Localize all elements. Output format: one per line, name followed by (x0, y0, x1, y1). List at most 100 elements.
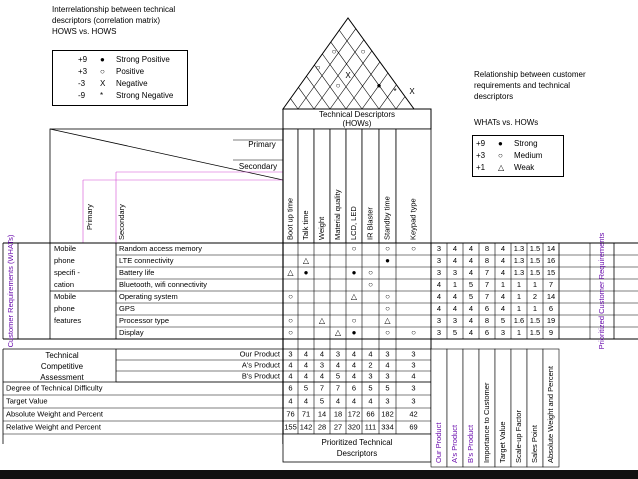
relationship-symbol: ○ (411, 328, 416, 337)
requirement-metric: 1.3 (514, 244, 524, 253)
requirement-metric: 4 (469, 268, 473, 277)
relationship-symbol: ○ (368, 268, 373, 277)
bottom-row-value: 7 (320, 383, 324, 392)
roof-correlation-symbol: ● (377, 81, 382, 90)
prioritized-customer-label: Prioritized Customer Requirements (597, 232, 606, 349)
right-header-label: Absolute Weight and Percent (546, 365, 555, 463)
bottom-row-value: 111 (365, 422, 376, 431)
group-label-line: Mobile (54, 292, 76, 301)
product-value: 4 (304, 360, 308, 369)
product-value: 4 (352, 360, 356, 369)
requirement-metric: 3 (501, 328, 505, 337)
requirement-metric: 3 (437, 268, 441, 277)
relationship-symbol: ○ (411, 244, 416, 253)
relationship-symbol: △ (335, 328, 342, 337)
tech-descriptors-title: Technical Descriptors (319, 110, 395, 119)
relationship-title-line1: Relationship between customer (474, 70, 586, 79)
bottom-row-value: 3 (411, 396, 415, 405)
bottom-row-value: 6 (352, 383, 356, 392)
requirement-name: GPS (119, 304, 135, 313)
roof-grid-line (361, 72, 389, 110)
bottom-row-value: 320 (348, 422, 361, 431)
right-header-label: B's Product (466, 424, 475, 463)
requirement-metric: 8 (485, 256, 489, 265)
correlation-legend-item-value: -9 (78, 91, 86, 100)
requirement-metric: 1.5 (530, 268, 540, 277)
roof-correlation-symbol: X (409, 87, 415, 96)
requirement-metric: 1.3 (514, 268, 524, 277)
right-header-label: Sales Point (530, 424, 539, 463)
relationship-title-line3: descriptors (474, 92, 514, 101)
requirement-metric: 6 (485, 328, 489, 337)
bottom-row-value: 5 (368, 383, 372, 392)
product-value: 3 (411, 349, 415, 358)
correlation-legend-item-value: -3 (78, 79, 86, 88)
roof-correlation-symbol: ○ (332, 47, 337, 56)
prioritized-technical-line1: Prioritized Technical (322, 438, 393, 447)
bottom-row-value: 27 (334, 422, 342, 431)
product-value: 3 (336, 349, 340, 358)
product-value: 2 (368, 360, 372, 369)
requirement-metric: 6 (549, 304, 553, 313)
product-value: 4 (352, 349, 356, 358)
requirement-metric: 4 (437, 280, 441, 289)
relationship-symbol: ○ (385, 304, 390, 313)
requirement-metric: 1 (517, 292, 521, 301)
product-value: 3 (368, 371, 372, 380)
requirement-metric: 14 (547, 244, 555, 253)
requirement-metric: 1 (533, 280, 537, 289)
requirement-metric: 3 (437, 316, 441, 325)
bottom-row-value: 3 (411, 383, 415, 392)
requirement-metric: 4 (437, 304, 441, 313)
product-value: 4 (304, 349, 308, 358)
requirement-name: Random access memory (119, 244, 202, 253)
roof-grid-line (297, 28, 357, 110)
relationship-symbol: ○ (352, 316, 357, 325)
relationship-legend (472, 135, 564, 177)
requirement-name: Processor type (119, 316, 169, 325)
bottom-row-value: 4 (288, 396, 292, 405)
requirement-metric: 4 (469, 256, 473, 265)
requirement-metric: 15 (547, 268, 555, 277)
product-value: 5 (336, 371, 340, 380)
requirement-metric: 4 (453, 244, 457, 253)
relationship-legend-item-value: +1 (476, 163, 486, 172)
requirement-metric: 1.5 (530, 256, 540, 265)
requirement-name: Bluetooth, wifi connectivity (119, 280, 207, 289)
product-value: 4 (411, 371, 415, 380)
roof-grid-line (395, 96, 406, 110)
bottom-row-value: 3 (385, 396, 389, 405)
roof-correlation-symbol: ○ (361, 47, 366, 56)
requirement-metric: 1 (501, 280, 505, 289)
tech-descriptor-name: Talk time (301, 210, 310, 240)
requirement-metric: 14 (547, 292, 555, 301)
footer-bar (0, 470, 638, 479)
requirement-metric: 2 (533, 292, 537, 301)
bottom-row-value: 182 (381, 409, 394, 418)
roof-grid-line (298, 87, 315, 110)
requirement-metric: 4 (469, 328, 473, 337)
relationship-symbol: △ (384, 316, 391, 325)
roof-grid-line (329, 50, 373, 110)
bottom-row-value: 155 (284, 422, 297, 431)
requirement-metric: 5 (453, 328, 457, 337)
roof-grid-line (345, 61, 381, 110)
requirement-metric: 1 (453, 280, 457, 289)
requirement-metric: 3 (437, 244, 441, 253)
relationship-symbol: △ (319, 316, 326, 325)
product-value: 3 (320, 360, 324, 369)
right-header-label: Importance to Customer (482, 382, 491, 463)
correlation-legend-item-value: +9 (78, 55, 88, 64)
tech-descriptor-name: LCD, LED (349, 206, 358, 240)
relationship-symbol: ○ (385, 244, 390, 253)
tech-descriptor-name: Keypad type (408, 198, 417, 240)
correlation-legend-item-symbol: ○ (100, 67, 105, 76)
correlation-legend-item-symbol: X (100, 79, 106, 88)
competitive-assessment-label: Assessment (40, 373, 84, 382)
requirement-metric: 4 (501, 292, 505, 301)
tech-descriptor-column (395, 128, 432, 244)
product-value: 4 (288, 371, 292, 380)
requirement-metric: 3 (453, 316, 457, 325)
product-name: A's Product (242, 360, 281, 369)
